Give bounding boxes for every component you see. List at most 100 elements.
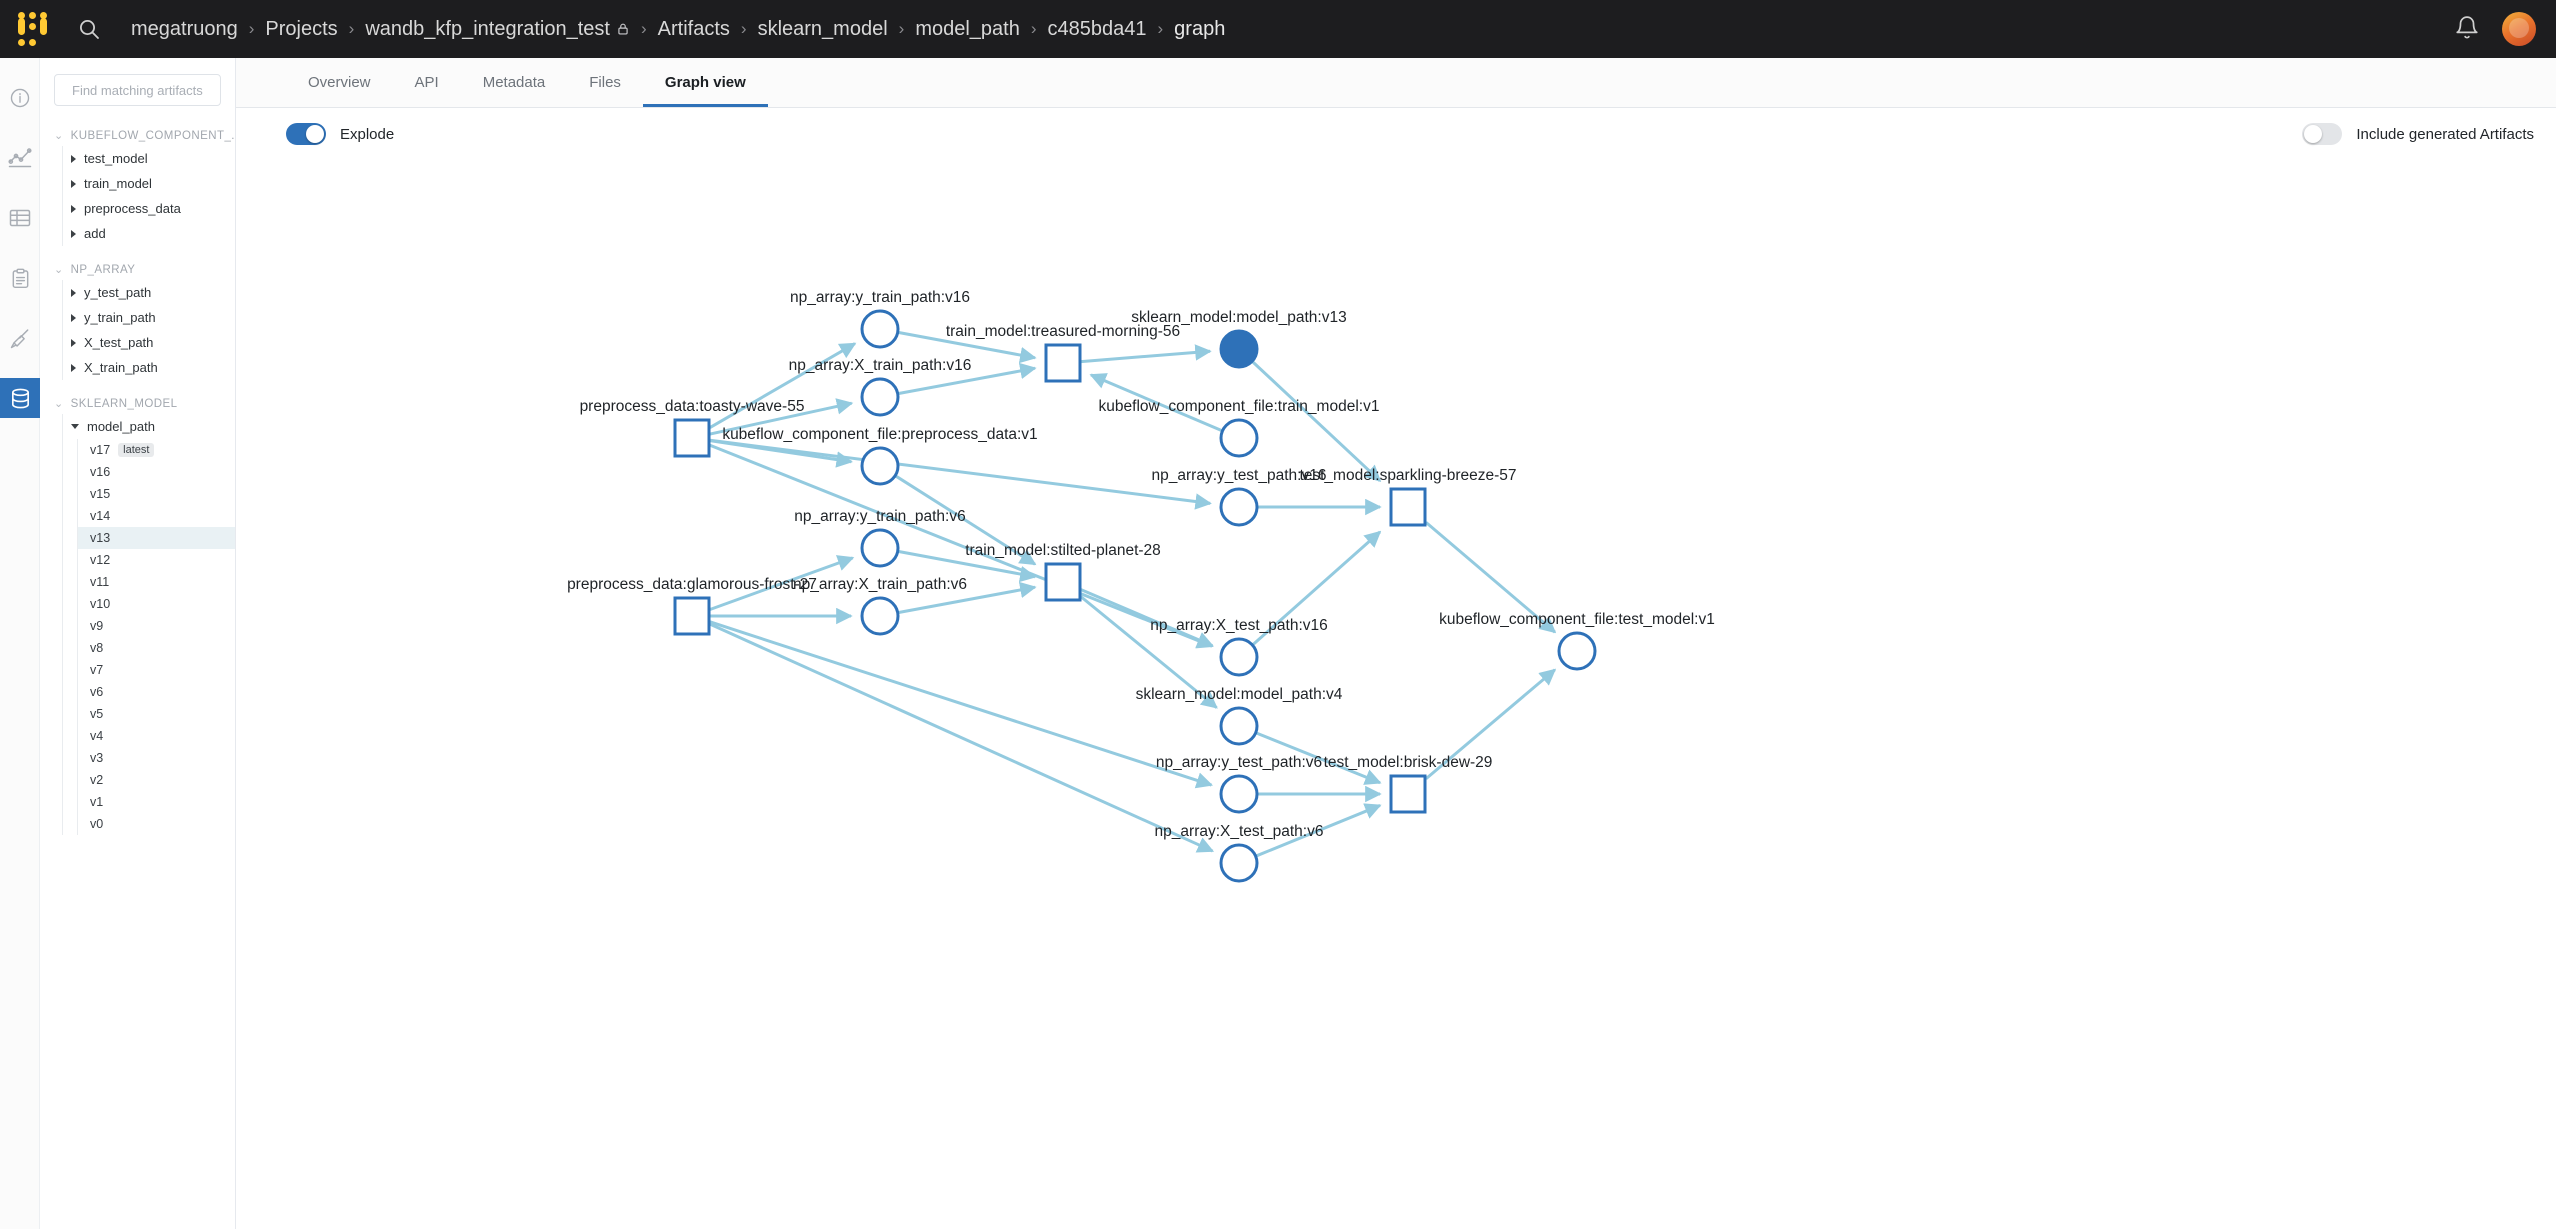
breadcrumb-item-wandb-kfp-integration-test[interactable]: wandb_kfp_integration_test [354,18,641,41]
artifacts-database-icon[interactable] [0,378,40,418]
graph-node-n17[interactable] [1219,774,1259,814]
tree-item-y-train-path[interactable]: y_train_path [63,305,235,330]
tree-item-test-model[interactable]: test_model [63,146,235,171]
tree-item-model-path[interactable]: model_path [63,414,235,439]
explode-toggle[interactable]: Explode [286,123,394,145]
info-circle-icon[interactable] [0,78,40,118]
graph-node-n5[interactable] [673,418,711,458]
tab-files[interactable]: Files [589,74,621,91]
caret-right-icon[interactable] [71,363,76,372]
version-item-v15[interactable]: v15 [78,483,235,505]
version-item-v6[interactable]: v6 [78,681,235,703]
version-item-v14[interactable]: v14 [78,505,235,527]
version-item-v8[interactable]: v8 [78,637,235,659]
version-item-v4[interactable]: v4 [78,725,235,747]
graph-node-n14[interactable] [1219,637,1259,677]
search-artifacts-box[interactable] [54,74,235,106]
version-item-v2[interactable]: v2 [78,769,235,791]
tree-group-np-array[interactable]: ⌄NP_ARRAY [40,260,235,280]
chevron-down-icon: ⌄ [54,129,64,142]
broom-icon[interactable] [0,318,40,358]
tree-item-x-train-path[interactable]: X_train_path [63,355,235,380]
avatar[interactable] [2502,12,2536,46]
caret-down-icon[interactable] [71,424,79,429]
search-input[interactable] [70,81,235,99]
graph-node-n13[interactable] [860,596,900,636]
version-item-v10[interactable]: v10 [78,593,235,615]
tree-item-add[interactable]: add [63,221,235,246]
caret-right-icon[interactable] [71,313,76,322]
graph-node-n2[interactable] [1044,343,1082,383]
tree-group-sklearn-model[interactable]: ⌄SKLEARN_MODEL [40,394,235,414]
graph-controls: Explode Include generated Artifacts [236,108,2556,160]
graph-node-n6[interactable] [860,446,900,486]
version-item-v0[interactable]: v0 [78,813,235,835]
breadcrumb-item-graph[interactable]: graph [1174,17,1226,40]
graph-node-n4[interactable] [860,377,900,417]
version-label: v2 [90,773,104,787]
breadcrumb-separator: › [1157,19,1164,38]
include-generated-artifacts-toggle[interactable]: Include generated Artifacts [2302,123,2534,145]
graph-nodes[interactable] [673,309,1597,883]
graph-node-n18[interactable] [1389,774,1427,814]
line-chart-icon[interactable] [0,138,40,178]
caret-right-icon[interactable] [71,154,76,163]
version-label: v6 [90,685,104,699]
version-item-v7[interactable]: v7 [78,659,235,681]
graph-edge [709,342,857,429]
version-item-v13[interactable]: v13 [78,527,235,549]
search-icon[interactable] [64,0,114,58]
breadcrumb-item-artifacts[interactable]: Artifacts [657,17,730,40]
graph-node-label: kubeflow_component_file:preprocess_data:… [722,426,1037,443]
version-item-v11[interactable]: v11 [78,571,235,593]
tab-api[interactable]: API [414,74,439,91]
caret-right-icon[interactable] [71,179,76,188]
version-item-v1[interactable]: v1 [78,791,235,813]
graph-canvas[interactable]: np_array:y_train_path:v16train_model:tre… [236,160,2556,1229]
graph-node-n19[interactable] [1219,843,1259,883]
explode-toggle-switch[interactable] [286,123,326,145]
version-item-v12[interactable]: v12 [78,549,235,571]
caret-right-icon[interactable] [71,288,76,297]
breadcrumb-item-projects[interactable]: Projects [265,17,338,40]
graph-node-n12[interactable] [673,596,711,636]
table-icon[interactable] [0,198,40,238]
include-generated-toggle-switch[interactable] [2302,123,2343,145]
breadcrumb-item-model-path[interactable]: model_path [915,17,1020,40]
graph-edge [709,622,1215,853]
tree-group-kubeflow-component-[interactable]: ⌄KUBEFLOW_COMPONENT_... [40,126,235,146]
version-item-v3[interactable]: v3 [78,747,235,769]
caret-right-icon[interactable] [71,229,76,238]
version-item-v16[interactable]: v16 [78,461,235,483]
graph-node-n8[interactable] [1219,487,1259,527]
version-item-v9[interactable]: v9 [78,615,235,637]
version-item-v5[interactable]: v5 [78,703,235,725]
tab-overview[interactable]: Overview [308,74,371,91]
caret-right-icon[interactable] [71,338,76,347]
breadcrumb-item-megatruong[interactable]: megatruong [131,17,238,40]
caret-right-icon[interactable] [71,204,76,213]
breadcrumb-item-c485bda41[interactable]: c485bda41 [1047,17,1147,40]
tree-item-y-test-path[interactable]: y_test_path [63,280,235,305]
graph-node-n9[interactable] [1389,487,1427,527]
breadcrumb-item-sklearn-model[interactable]: sklearn_model [757,17,888,40]
clipboard-icon[interactable] [0,258,40,298]
tree-item-preprocess-data[interactable]: preprocess_data [63,196,235,221]
graph-node-n10[interactable] [860,528,900,568]
wandb-dots-logo[interactable] [0,0,64,58]
graph-node-n1[interactable] [860,309,900,349]
tab-metadata[interactable]: Metadata [482,74,546,91]
graph-node-n11[interactable] [1044,562,1082,602]
graph-node-n3[interactable] [1219,329,1259,369]
graph-node-n15[interactable] [1557,631,1597,671]
tree-item-train-model[interactable]: train_model [63,171,235,196]
bell-icon[interactable] [2454,15,2482,43]
graph-node-n7[interactable] [1219,418,1259,458]
tab-graph-view[interactable]: Graph view [642,59,768,107]
tree-item-x-test-path[interactable]: X_test_path [63,330,235,355]
graph-node-n16[interactable] [1219,706,1259,746]
